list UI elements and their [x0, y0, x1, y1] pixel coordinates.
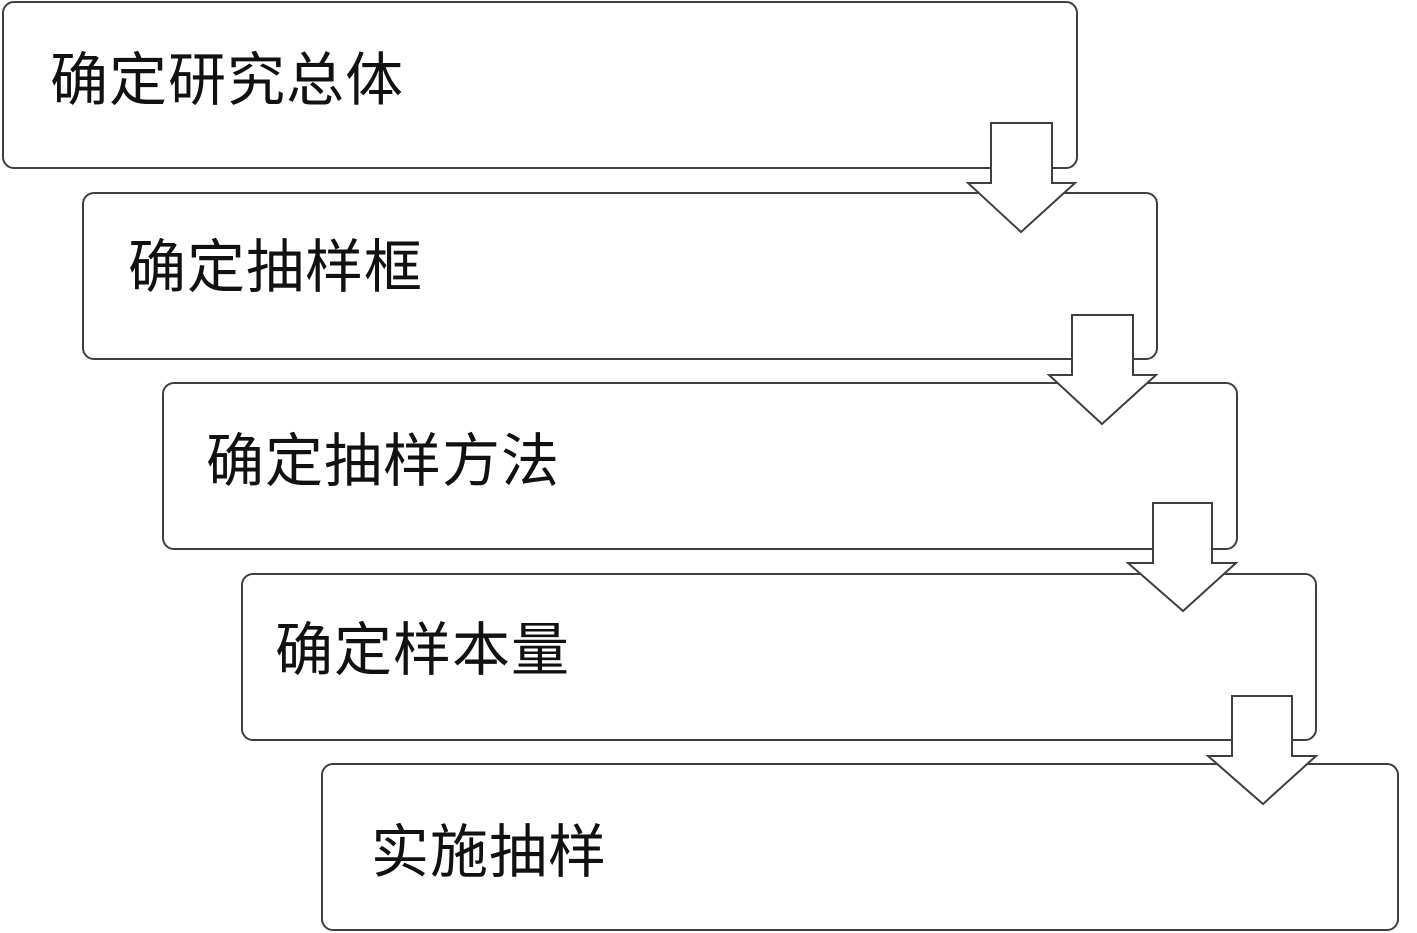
step-box-4: 确定样本量	[241, 573, 1317, 741]
step-label-3: 确定抽样方法	[206, 427, 561, 495]
step-label-5: 实施抽样	[371, 818, 608, 886]
step-box-1: 确定研究总体	[2, 1, 1078, 169]
step-box-5: 实施抽样	[321, 763, 1399, 931]
step-label-2: 确定抽样框	[128, 233, 424, 301]
step-box-2: 确定抽样框	[82, 192, 1158, 360]
step-label-1: 确定研究总体	[50, 46, 405, 114]
step-box-3: 确定抽样方法	[162, 382, 1238, 550]
step-label-4: 确定样本量	[275, 616, 571, 684]
